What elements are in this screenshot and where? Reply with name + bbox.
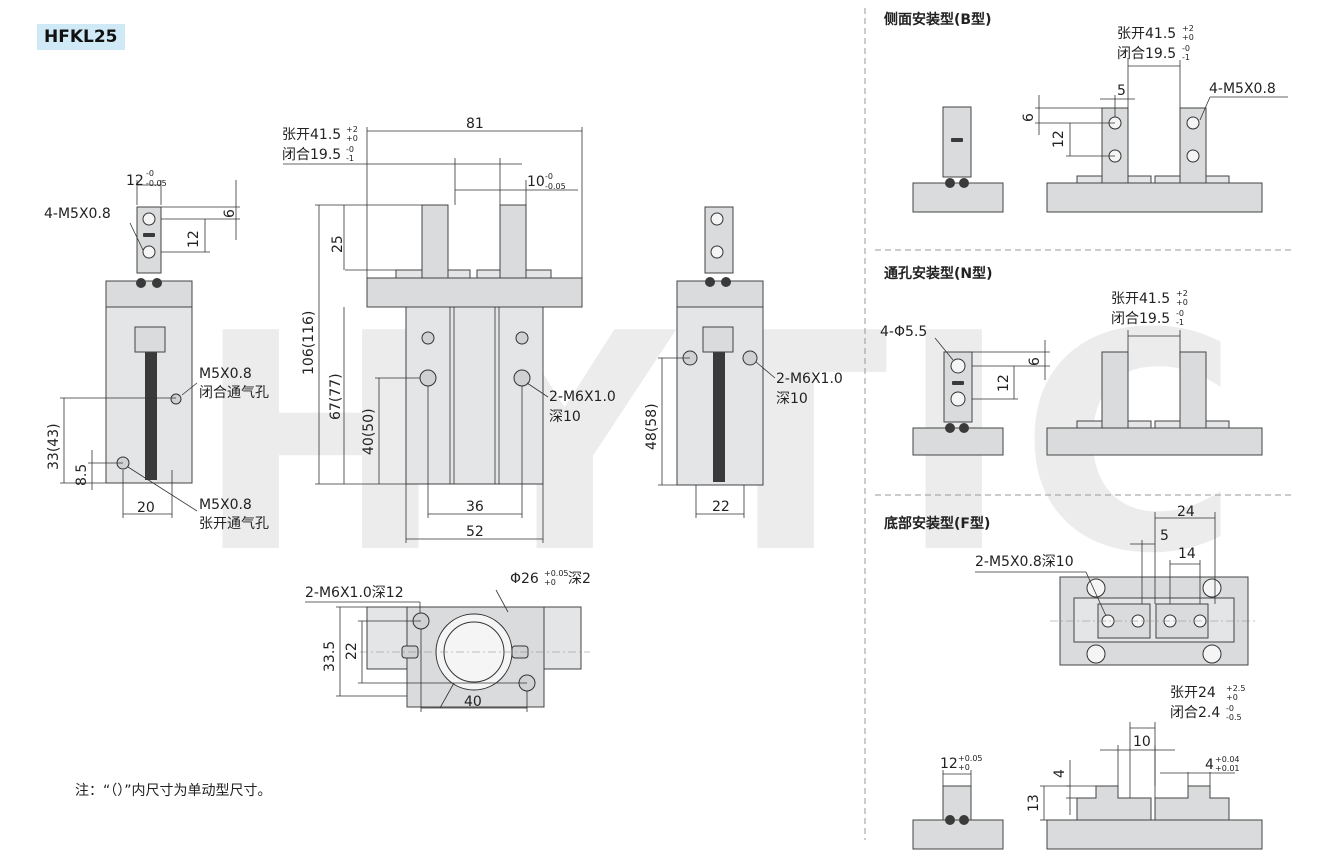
f-close-tol-top: -0 <box>1226 704 1234 713</box>
side-thread-1: 2-M6X1.0 <box>776 371 843 387</box>
side-dim-48: 48(58) <box>644 403 660 450</box>
bottom-bore-tol-bot: +0 <box>544 578 556 587</box>
front-width-label: 12 <box>126 173 144 189</box>
f-dim-4b: 4 <box>1205 757 1214 773</box>
front-dim-8-5: 8.5 <box>74 464 90 486</box>
n-dim-6: 6 <box>1027 357 1043 366</box>
b-open-tol-bot: +0 <box>1182 33 1194 42</box>
f-dim-12: 12 <box>940 756 958 772</box>
front-dim-6: 6 <box>222 209 238 218</box>
f-dim-14: 14 <box>1178 546 1196 562</box>
f-type-view <box>912 512 1263 850</box>
n-open-tol-bot: +0 <box>1176 298 1188 307</box>
footnote: 注：“（）”内尺寸为单动型尺寸。 <box>75 783 272 799</box>
n-open-tol-top: +2 <box>1176 289 1188 298</box>
main-dim-10-tol-bot: -0.05 <box>545 182 566 191</box>
main-open-tol-top: +2 <box>346 125 358 134</box>
n-dim-12: 12 <box>996 374 1012 392</box>
b-close-tol-top: -0 <box>1182 44 1190 53</box>
main-dim-10-tol-top: -0 <box>545 172 553 181</box>
b-close-tol-bot: -1 <box>1182 53 1190 62</box>
main-dim-36: 36 <box>466 499 484 515</box>
side-view <box>658 206 776 518</box>
main-dim-25: 25 <box>330 235 346 253</box>
main-dim-81: 81 <box>466 116 484 132</box>
f-dim-12-tol-bot: +0 <box>958 763 970 772</box>
bottom-bore-tol-top: +0.05 <box>544 569 569 578</box>
f-open-tol-bot: +0 <box>1226 693 1238 702</box>
b-thread: 4-M5X0.8 <box>1209 81 1276 97</box>
main-thread-1: 2-M6X1.0 <box>549 389 616 405</box>
front-dim-33: 33(43) <box>46 423 62 470</box>
f-dim-12-tol-top: +0.05 <box>958 754 983 763</box>
main-open-tol-bot: +0 <box>346 134 358 143</box>
n-close-tol-bot: -1 <box>1176 318 1184 327</box>
f-dim-4a: 4 <box>1052 769 1068 778</box>
main-dim-52: 52 <box>466 524 484 540</box>
n-hole-label: 4-Φ5.5 <box>880 324 927 340</box>
main-dim-40: 40(50) <box>361 408 377 455</box>
front-dim-20: 20 <box>137 500 155 516</box>
b-close-label: 闭合19.5 <box>1117 46 1176 62</box>
f-close-tol-bot: -0.5 <box>1226 713 1242 722</box>
f-open-tol-top: +2.5 <box>1226 684 1245 693</box>
n-type-header: 通孔安装型(N型) <box>884 265 993 282</box>
b-dim-5: 5 <box>1117 83 1126 99</box>
front-thread-label: 4-M5X0.8 <box>44 206 111 222</box>
f-open-label: 张开24 <box>1170 685 1216 701</box>
main-close-label: 闭合19.5 <box>282 147 341 163</box>
bottom-thread: 2-M6X1.0深12 <box>305 585 404 601</box>
side-dim-22: 22 <box>712 499 730 515</box>
f-dim-4b-tol-bot: +0.01 <box>1215 764 1240 773</box>
front-port-close-1: M5X0.8 <box>199 366 252 382</box>
b-open-tol-top: +2 <box>1182 24 1194 33</box>
bottom-dim-33-5: 33.5 <box>322 641 338 672</box>
model-label: HFKL25 <box>37 24 125 50</box>
main-dim-10: 10 <box>527 174 545 190</box>
b-dim-12: 12 <box>1051 130 1067 148</box>
main-dim-67: 67(77) <box>328 373 344 420</box>
front-width-tol-top: -0 <box>146 169 154 178</box>
bottom-dim-40: 40 <box>464 694 482 710</box>
b-dim-6: 6 <box>1021 113 1037 122</box>
f-close-label: 闭合2.4 <box>1170 705 1220 721</box>
front-port-open-1: M5X0.8 <box>199 497 252 513</box>
f-dim-13: 13 <box>1026 794 1042 812</box>
main-view <box>283 127 583 543</box>
f-dim-5: 5 <box>1160 528 1169 544</box>
bottom-bore-label: Φ26 <box>510 571 539 587</box>
front-width-tol-bot: -0.05 <box>146 179 167 188</box>
front-port-open-2: 张开通气孔 <box>199 516 269 532</box>
main-close-tol-top: -0 <box>346 145 354 154</box>
main-open-label: 张开41.5 <box>282 127 341 143</box>
bottom-bore-depth: 深2 <box>568 571 591 587</box>
b-type-header: 侧面安装型(B型) <box>884 11 991 28</box>
n-close-label: 闭合19.5 <box>1111 311 1170 327</box>
front-port-close-2: 闭合通气孔 <box>199 385 269 401</box>
bottom-dim-22: 22 <box>344 642 360 660</box>
main-close-tol-bot: -1 <box>346 154 354 163</box>
bottom-view <box>305 589 590 712</box>
n-type-view <box>912 330 1263 456</box>
front-dim-12: 12 <box>186 230 202 248</box>
f-dim-24: 24 <box>1177 504 1195 520</box>
b-open-label: 张开41.5 <box>1117 26 1176 42</box>
main-thread-2: 深10 <box>549 409 581 425</box>
side-thread-2: 深10 <box>776 391 808 407</box>
f-thread: 2-M5X0.8深10 <box>975 554 1074 570</box>
b-type-view <box>912 60 1288 213</box>
n-open-label: 张开41.5 <box>1111 291 1170 307</box>
front-view <box>60 180 240 518</box>
f-dim-4b-tol-top: +0.04 <box>1215 755 1240 764</box>
main-dim-106: 106(116) <box>301 311 317 375</box>
n-close-tol-top: -0 <box>1176 309 1184 318</box>
f-dim-10: 10 <box>1133 734 1151 750</box>
f-type-header: 底部安装型(F型) <box>884 515 990 532</box>
